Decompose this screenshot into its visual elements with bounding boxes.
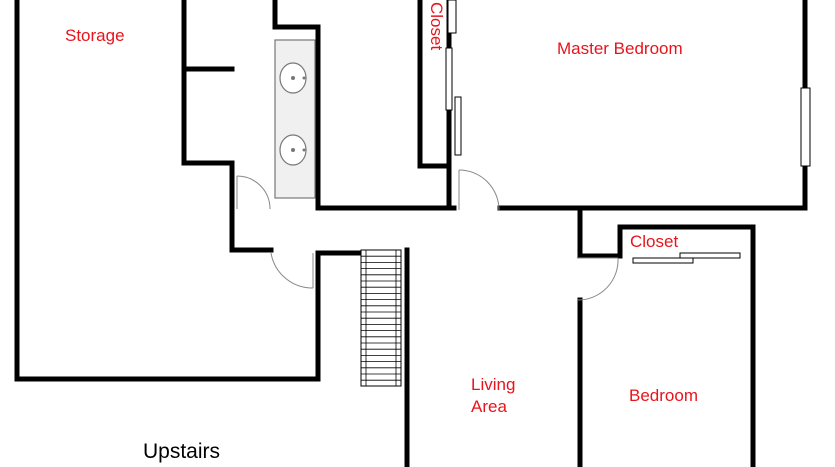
bath-wall-bottom [315, 0, 452, 211]
door-swing-icon [577, 257, 619, 301]
room-label-closet-top: Closet [427, 2, 446, 50]
door-swing-icon [270, 252, 314, 289]
bath-wall-left [272, 0, 317, 30]
sliding-door-icon [632, 252, 741, 264]
floor-caption: Upstairs [143, 440, 220, 463]
door-swing-icon [458, 169, 500, 211]
window-icon [447, 0, 811, 167]
room-label-storage: Storage [65, 26, 125, 45]
walls [14, 0, 808, 467]
room-label-master-bedroom: Master Bedroom [557, 39, 683, 58]
master-wall-right [497, 0, 808, 211]
staircase-icon [360, 249, 402, 387]
room-label-closet-small: Closet [630, 232, 678, 251]
bedroom-closet-outer [577, 208, 621, 259]
storage-wall-left [14, 0, 321, 382]
door-swing-icon [236, 175, 271, 210]
room-label-bedroom: Bedroom [629, 386, 698, 405]
sink-icon [279, 62, 307, 94]
storage-wall-right [181, 0, 274, 253]
room-label-living-line1: Living [471, 375, 515, 394]
sink-icon [279, 134, 307, 166]
closet-door-icon [445, 36, 462, 156]
vanity [274, 39, 316, 199]
bedroom-closet-top [617, 224, 756, 467]
room-label-living-line2: Area [471, 397, 507, 416]
